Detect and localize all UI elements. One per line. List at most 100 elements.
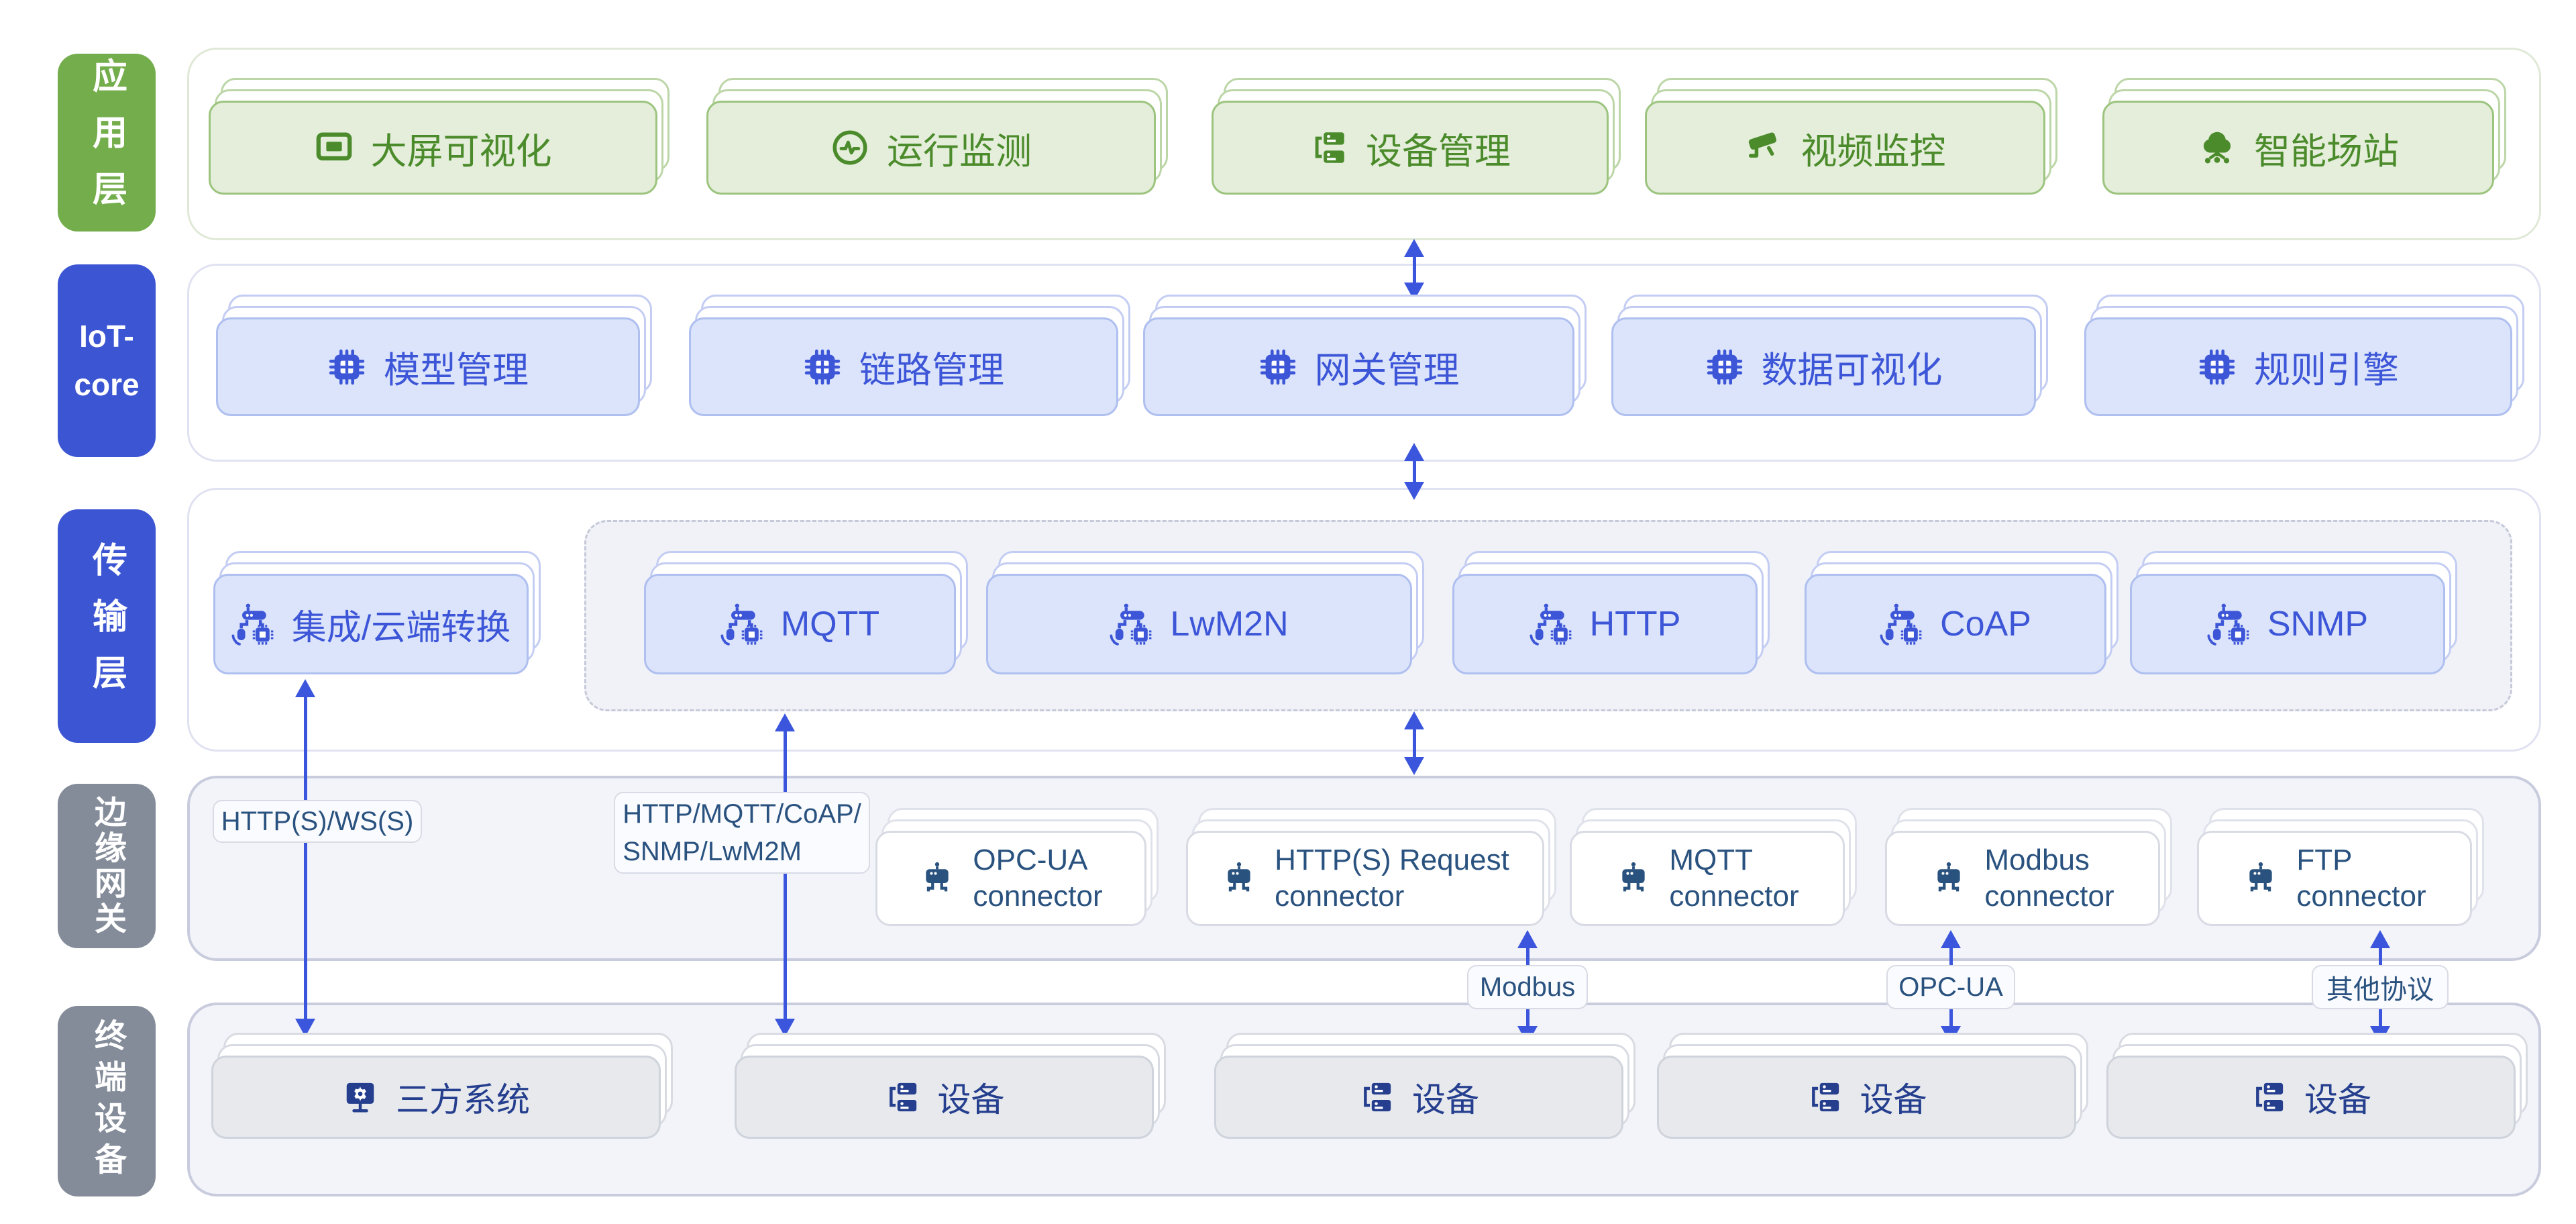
chip-icon xyxy=(803,348,842,387)
card-label: CoAP xyxy=(1940,605,2031,644)
arrow-integration-thirdparty xyxy=(295,679,315,1037)
card-label: MQTT xyxy=(1669,844,1754,877)
card-label: Modbus xyxy=(1984,844,2090,877)
card-rule-engine: 规则引擎 xyxy=(2084,295,2524,416)
card-label: HTTP(S) Request xyxy=(1275,844,1509,877)
card-bigscreen-visualization: 大屏可视化 xyxy=(209,78,669,195)
protocol-label-line: HTTP/MQTT/CoAP/ xyxy=(623,799,861,829)
card-label: connector xyxy=(973,880,1103,913)
chip-icon xyxy=(1705,348,1744,387)
server-nodes-icon xyxy=(884,1079,920,1115)
card-label: 三方系统 xyxy=(396,1081,530,1119)
connector-icon xyxy=(2243,860,2279,897)
card-label: 大屏可视化 xyxy=(370,131,552,172)
gateway-icon xyxy=(1110,603,1152,646)
connector-icon xyxy=(919,860,955,897)
card-label: 设备 xyxy=(937,1081,1005,1119)
card-operation-monitoring: 运行监测 xyxy=(706,78,1168,195)
monitor-pulse-icon xyxy=(830,128,869,167)
card-model-management: 模型管理 xyxy=(216,295,652,416)
layer-label-iot-core: IoT-core xyxy=(58,264,156,457)
layer-label-transport: 传输层 xyxy=(58,509,156,743)
card-label: 运行监测 xyxy=(887,131,1032,172)
card-device-3: 设备 xyxy=(1657,1033,2088,1139)
arrow-transport-edge xyxy=(1404,711,1424,775)
card-label: OPC-UA xyxy=(973,844,1088,877)
card-label: 集成/云端转换 xyxy=(291,608,511,648)
card-link-management: 链路管理 xyxy=(689,295,1130,416)
connector-icon xyxy=(1931,860,1967,897)
layer-label-terminal: 终端设备 xyxy=(58,1006,156,1196)
card-gateway-management: 网关管理 xyxy=(1143,295,1587,416)
card-label: 设备 xyxy=(1860,1081,1927,1119)
card-lwm2n: LwM2N xyxy=(986,551,1424,674)
protocol-label-modbus: Modbus xyxy=(1467,965,1588,1009)
camera-icon xyxy=(1745,128,1784,167)
card-label: connector xyxy=(1275,880,1405,913)
arrow-iot-transport xyxy=(1404,443,1424,500)
card-label: MQTT xyxy=(780,605,880,644)
card-label: 规则引擎 xyxy=(2254,350,2399,391)
card-mqtt: MQTT xyxy=(644,551,968,674)
gateway-icon xyxy=(1880,603,1923,646)
smart-station-icon xyxy=(2198,128,2237,167)
screen-icon xyxy=(315,128,354,167)
card-label: 链路管理 xyxy=(859,350,1004,391)
card-label: SNMP xyxy=(2267,605,2369,644)
chip-icon xyxy=(2198,348,2237,387)
card-smart-station: 智能场站 xyxy=(2102,78,2506,195)
card-label: 模型管理 xyxy=(384,350,529,391)
card-device-1: 设备 xyxy=(735,1033,1166,1139)
card-label: 设备 xyxy=(1412,1081,1479,1119)
card-label: 设备管理 xyxy=(1366,131,1511,172)
gateway-icon xyxy=(720,603,763,646)
layer-label-edge-gateway: 边缘网关 xyxy=(58,784,156,948)
card-label: 网关管理 xyxy=(1314,350,1460,391)
layer-label-application: 应用层 xyxy=(58,54,156,232)
protocol-label-https-wss: HTTP(S)/WS(S) xyxy=(213,800,422,843)
server-nodes-icon xyxy=(1358,1079,1395,1115)
card-label: connector xyxy=(1669,880,1799,913)
chip-icon xyxy=(1258,348,1297,387)
card-thirdparty-system: 三方系统 xyxy=(211,1033,673,1139)
gateway-icon xyxy=(2207,603,2250,646)
card-device-management: 设备管理 xyxy=(1212,78,1621,195)
server-nodes-icon xyxy=(1807,1079,1843,1115)
gateway-icon xyxy=(1529,603,1572,646)
card-label: LwM2N xyxy=(1170,605,1289,644)
connector-icon xyxy=(1615,860,1652,897)
card-label: 视频监控 xyxy=(1801,131,1946,172)
card-http: HTTP xyxy=(1452,551,1770,674)
card-video-surveillance: 视频监控 xyxy=(1645,78,2057,195)
card-data-visualization: 数据可视化 xyxy=(1611,295,2048,416)
card-label: connector xyxy=(2296,880,2426,913)
protocol-label-opcua: OPC-UA xyxy=(1886,965,2015,1009)
server-nodes-icon xyxy=(1309,128,1348,167)
card-snmp: SNMP xyxy=(2130,551,2457,674)
connector-icon xyxy=(1221,860,1257,897)
system-icon xyxy=(342,1079,378,1115)
gateway-icon xyxy=(231,603,274,646)
arrow-protocols-device xyxy=(775,713,795,1037)
card-integration-cloud-convert: 集成/云端转换 xyxy=(213,551,541,674)
card-label: HTTP xyxy=(1589,605,1681,644)
arrow-app-iot xyxy=(1404,239,1424,301)
card-label: connector xyxy=(1984,880,2114,913)
card-coap: CoAP xyxy=(1805,551,2118,674)
protocol-label-other: 其他协议 xyxy=(2312,965,2449,1009)
protocol-label-line: SNMP/LwM2M xyxy=(623,837,802,866)
card-label: 智能场站 xyxy=(2254,131,2399,172)
card-label: 数据可视化 xyxy=(1761,350,1943,391)
card-label: FTP xyxy=(2296,844,2353,877)
card-label: 设备 xyxy=(2304,1081,2371,1119)
card-device-4: 设备 xyxy=(2106,1033,2528,1139)
server-nodes-icon xyxy=(2251,1079,2287,1115)
protocol-label-http-mqtt-coap: HTTP/MQTT/CoAP/ SNMP/LwM2M xyxy=(614,792,870,874)
card-device-2: 设备 xyxy=(1214,1033,1635,1139)
